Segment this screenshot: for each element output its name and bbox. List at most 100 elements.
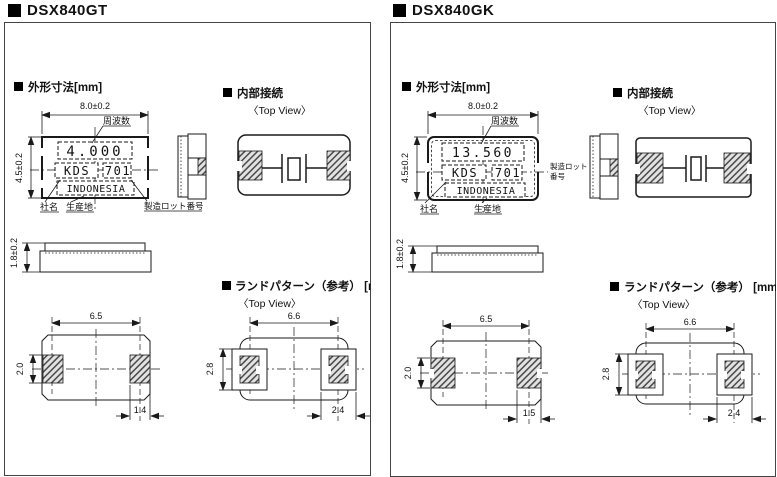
electrode-pad xyxy=(326,150,351,181)
land-heading: ランドパターン（参考） [mm] xyxy=(235,279,371,293)
package-marking: 4.000 KDS 701 INDONESIA xyxy=(54,141,135,196)
lot-callout-label-line1: 製造ロット xyxy=(550,161,588,171)
gt-internal-section: 内部接続 〈Top View〉 xyxy=(223,86,352,196)
frequency-callout: 周波数 xyxy=(480,115,519,145)
gk-internal-section: 内部接続 〈Top View〉 xyxy=(613,86,752,198)
section-bullet-icon xyxy=(402,82,411,91)
lot-callout-label-line2: 番号 xyxy=(550,171,565,181)
land-pattern-1: 6.5 2.0 1.5 xyxy=(403,314,555,424)
gk-outline-section: 外形寸法[mm] 8.0±0.2 4.5±0.2 xyxy=(395,80,619,273)
company-callout: 社名 xyxy=(420,181,447,215)
land-pattern-1: 6.5 2.0 1.4 xyxy=(15,311,164,421)
height-dim-label: 4.5±0.2 xyxy=(14,153,24,183)
origin-callout: 生産地 xyxy=(474,197,502,215)
internal-view-label: 〈Top View〉 xyxy=(248,105,311,117)
gt-land-section: ランドパターン（参考） [mm] 〈Top View〉 6.5 2.0 xyxy=(15,279,371,421)
land-pattern-2: 6.6 2.8 xyxy=(601,317,766,423)
thickness-dim-label: 1.8±0.2 xyxy=(395,239,405,269)
thickness-dim-label: 1.8±0.2 xyxy=(9,238,19,268)
pad-width-label: 1.4 xyxy=(134,405,147,415)
marking-frequency: 4.000 xyxy=(66,144,123,160)
gk-drawing: 外形寸法[mm] 8.0±0.2 4.5±0.2 xyxy=(395,80,776,424)
company-callout-label: 社名 xyxy=(40,201,58,212)
marking-maker: KDS xyxy=(452,166,478,180)
company-callout: 社名 xyxy=(40,179,61,213)
section-bullet-icon xyxy=(14,82,23,91)
pad-width-label: 1.5 xyxy=(523,408,536,418)
electrode-pad xyxy=(238,150,263,181)
land-pattern-2: 6.6 2.8 xyxy=(205,311,370,421)
lot-callout: 製造ロット 番号 xyxy=(550,161,588,181)
gt-outline-section: 外形寸法[mm] 8.0±0.2 4.5±0.2 xyxy=(9,80,207,273)
internal-connection-diagram xyxy=(635,137,752,198)
land-view-label: 〈Top View〉 xyxy=(632,299,695,311)
origin-callout-label: 生産地 xyxy=(474,203,501,214)
marking-lot: 701 xyxy=(495,166,521,180)
company-callout-label: 社名 xyxy=(420,203,438,214)
section-bullet-icon xyxy=(613,88,622,97)
pad-height-label: 2.8 xyxy=(205,363,215,376)
lot-callout: 製造ロット番号 xyxy=(130,179,204,212)
frequency-callout-label: 周波数 xyxy=(491,115,518,126)
height-dimension: 4.5±0.2 xyxy=(400,136,427,201)
electrode-pad xyxy=(723,152,751,184)
outline-heading: 外形寸法[mm] xyxy=(27,80,102,94)
panel-title-gk: DSX840GK xyxy=(393,2,494,19)
electrode-pad xyxy=(636,152,664,184)
origin-callout: 生産地 xyxy=(66,195,94,213)
package-side-view: 1.8±0.2 xyxy=(9,238,152,273)
package-end-view xyxy=(177,133,207,200)
internal-heading: 内部接続 xyxy=(627,86,673,100)
pitch-label: 6.5 xyxy=(90,311,103,321)
package-top-view: 4.000 KDS 701 INDONESIA xyxy=(30,127,160,210)
outline-heading: 外形寸法[mm] xyxy=(415,80,490,94)
title-bullet-icon xyxy=(393,4,406,17)
height-dim-label: 4.5±0.2 xyxy=(400,153,410,183)
crystal-symbol xyxy=(690,156,702,181)
internal-heading: 内部接続 xyxy=(237,86,283,100)
width-dimension: 8.0±0.2 xyxy=(41,101,149,134)
package-marking: 13.560 KDS 701 INDONESIA xyxy=(441,142,526,198)
frequency-callout: 周波数 xyxy=(91,115,131,144)
pitch-label: 6.6 xyxy=(684,317,697,327)
pitch-label: 6.6 xyxy=(288,311,301,321)
land-pad xyxy=(430,357,456,389)
marking-frequency: 13.560 xyxy=(452,146,514,161)
width-dim-label: 8.0±0.2 xyxy=(80,101,110,111)
panel-title-gk-label: DSX840GK xyxy=(412,2,495,19)
crystal-symbol xyxy=(287,157,301,181)
marking-origin: INDONESIA xyxy=(457,186,516,197)
pitch-label: 6.5 xyxy=(480,314,493,324)
lot-callout-label: 製造ロット番号 xyxy=(144,201,204,211)
gt-drawing: 外形寸法[mm] 8.0±0.2 4.5±0.2 xyxy=(9,80,371,421)
package-end-view xyxy=(589,133,619,200)
pad-height-label: 2.8 xyxy=(601,368,611,381)
marking-origin: INDONESIA xyxy=(67,184,126,195)
land-pad xyxy=(129,354,151,384)
section-bullet-icon xyxy=(223,88,232,97)
section-bullet-icon xyxy=(610,282,619,291)
package-top-view: 13.560 KDS 701 INDONESIA xyxy=(416,126,548,212)
width-dim-label: 8.0±0.2 xyxy=(468,101,498,111)
width-dimension: 8.0±0.2 xyxy=(427,101,539,134)
land-heading: ランドパターン（参考） [mm] xyxy=(624,280,776,294)
panel-title-gt: DSX840GT xyxy=(8,2,108,19)
origin-callout-label: 生産地 xyxy=(66,201,93,212)
pad-height-label: 2.0 xyxy=(403,367,413,380)
land-pad xyxy=(42,354,64,384)
internal-view-label: 〈Top View〉 xyxy=(638,105,701,117)
title-bullet-icon xyxy=(8,4,21,17)
height-dimension: 4.5±0.2 xyxy=(14,136,41,199)
pad-height-label: 2.0 xyxy=(15,363,25,376)
pad-width-label: 2.4 xyxy=(332,405,345,415)
pad-width-label: 2.4 xyxy=(728,408,741,418)
gk-land-section: ランドパターン（参考） [mm] 〈Top View〉 6.5 2.0 xyxy=(403,280,776,424)
internal-connection-diagram xyxy=(237,134,352,196)
marking-maker: KDS xyxy=(64,164,90,178)
frequency-callout-label: 周波数 xyxy=(103,115,130,126)
section-bullet-icon xyxy=(222,281,231,290)
package-side-view: 1.8±0.2 xyxy=(395,239,544,273)
panel-title-gt-label: DSX840GT xyxy=(27,2,108,19)
land-view-label: 〈Top View〉 xyxy=(238,298,301,310)
